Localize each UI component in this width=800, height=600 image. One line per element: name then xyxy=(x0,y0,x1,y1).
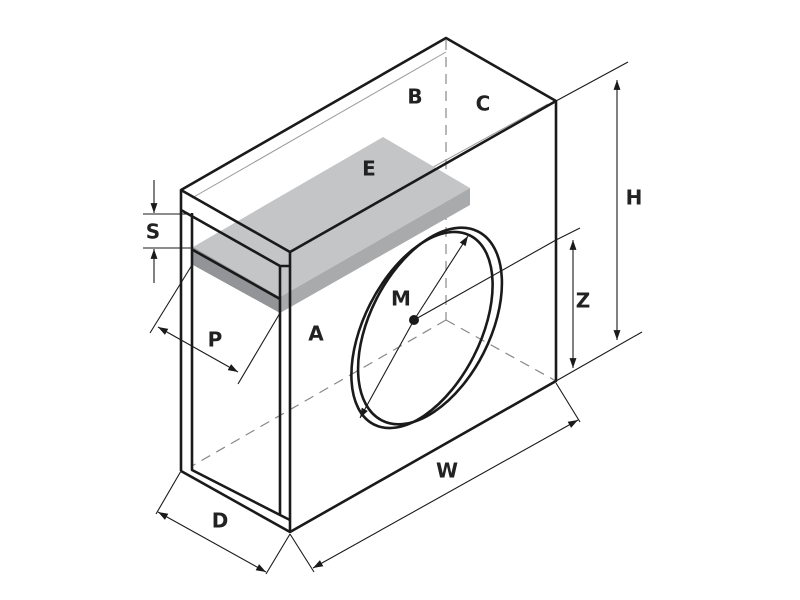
label-h: H xyxy=(626,186,643,210)
dimension-d xyxy=(155,470,291,575)
label-p: P xyxy=(208,328,223,352)
label-a: A xyxy=(308,322,324,346)
center-point-icon xyxy=(409,315,419,325)
box-outline xyxy=(179,36,558,534)
label-w: W xyxy=(436,459,458,483)
label-z: Z xyxy=(576,289,591,313)
label-d: D xyxy=(212,509,229,533)
dimension-s xyxy=(143,180,192,283)
dimension-w xyxy=(289,382,581,573)
dimension-p xyxy=(149,264,281,385)
label-b: B xyxy=(407,85,422,109)
label-e: E xyxy=(362,157,376,181)
label-c: C xyxy=(476,92,491,116)
dimension-z xyxy=(555,227,581,368)
dimension-h xyxy=(555,61,643,382)
label-s: S xyxy=(146,220,160,244)
label-m: M xyxy=(391,287,411,311)
slab-e xyxy=(192,137,470,313)
